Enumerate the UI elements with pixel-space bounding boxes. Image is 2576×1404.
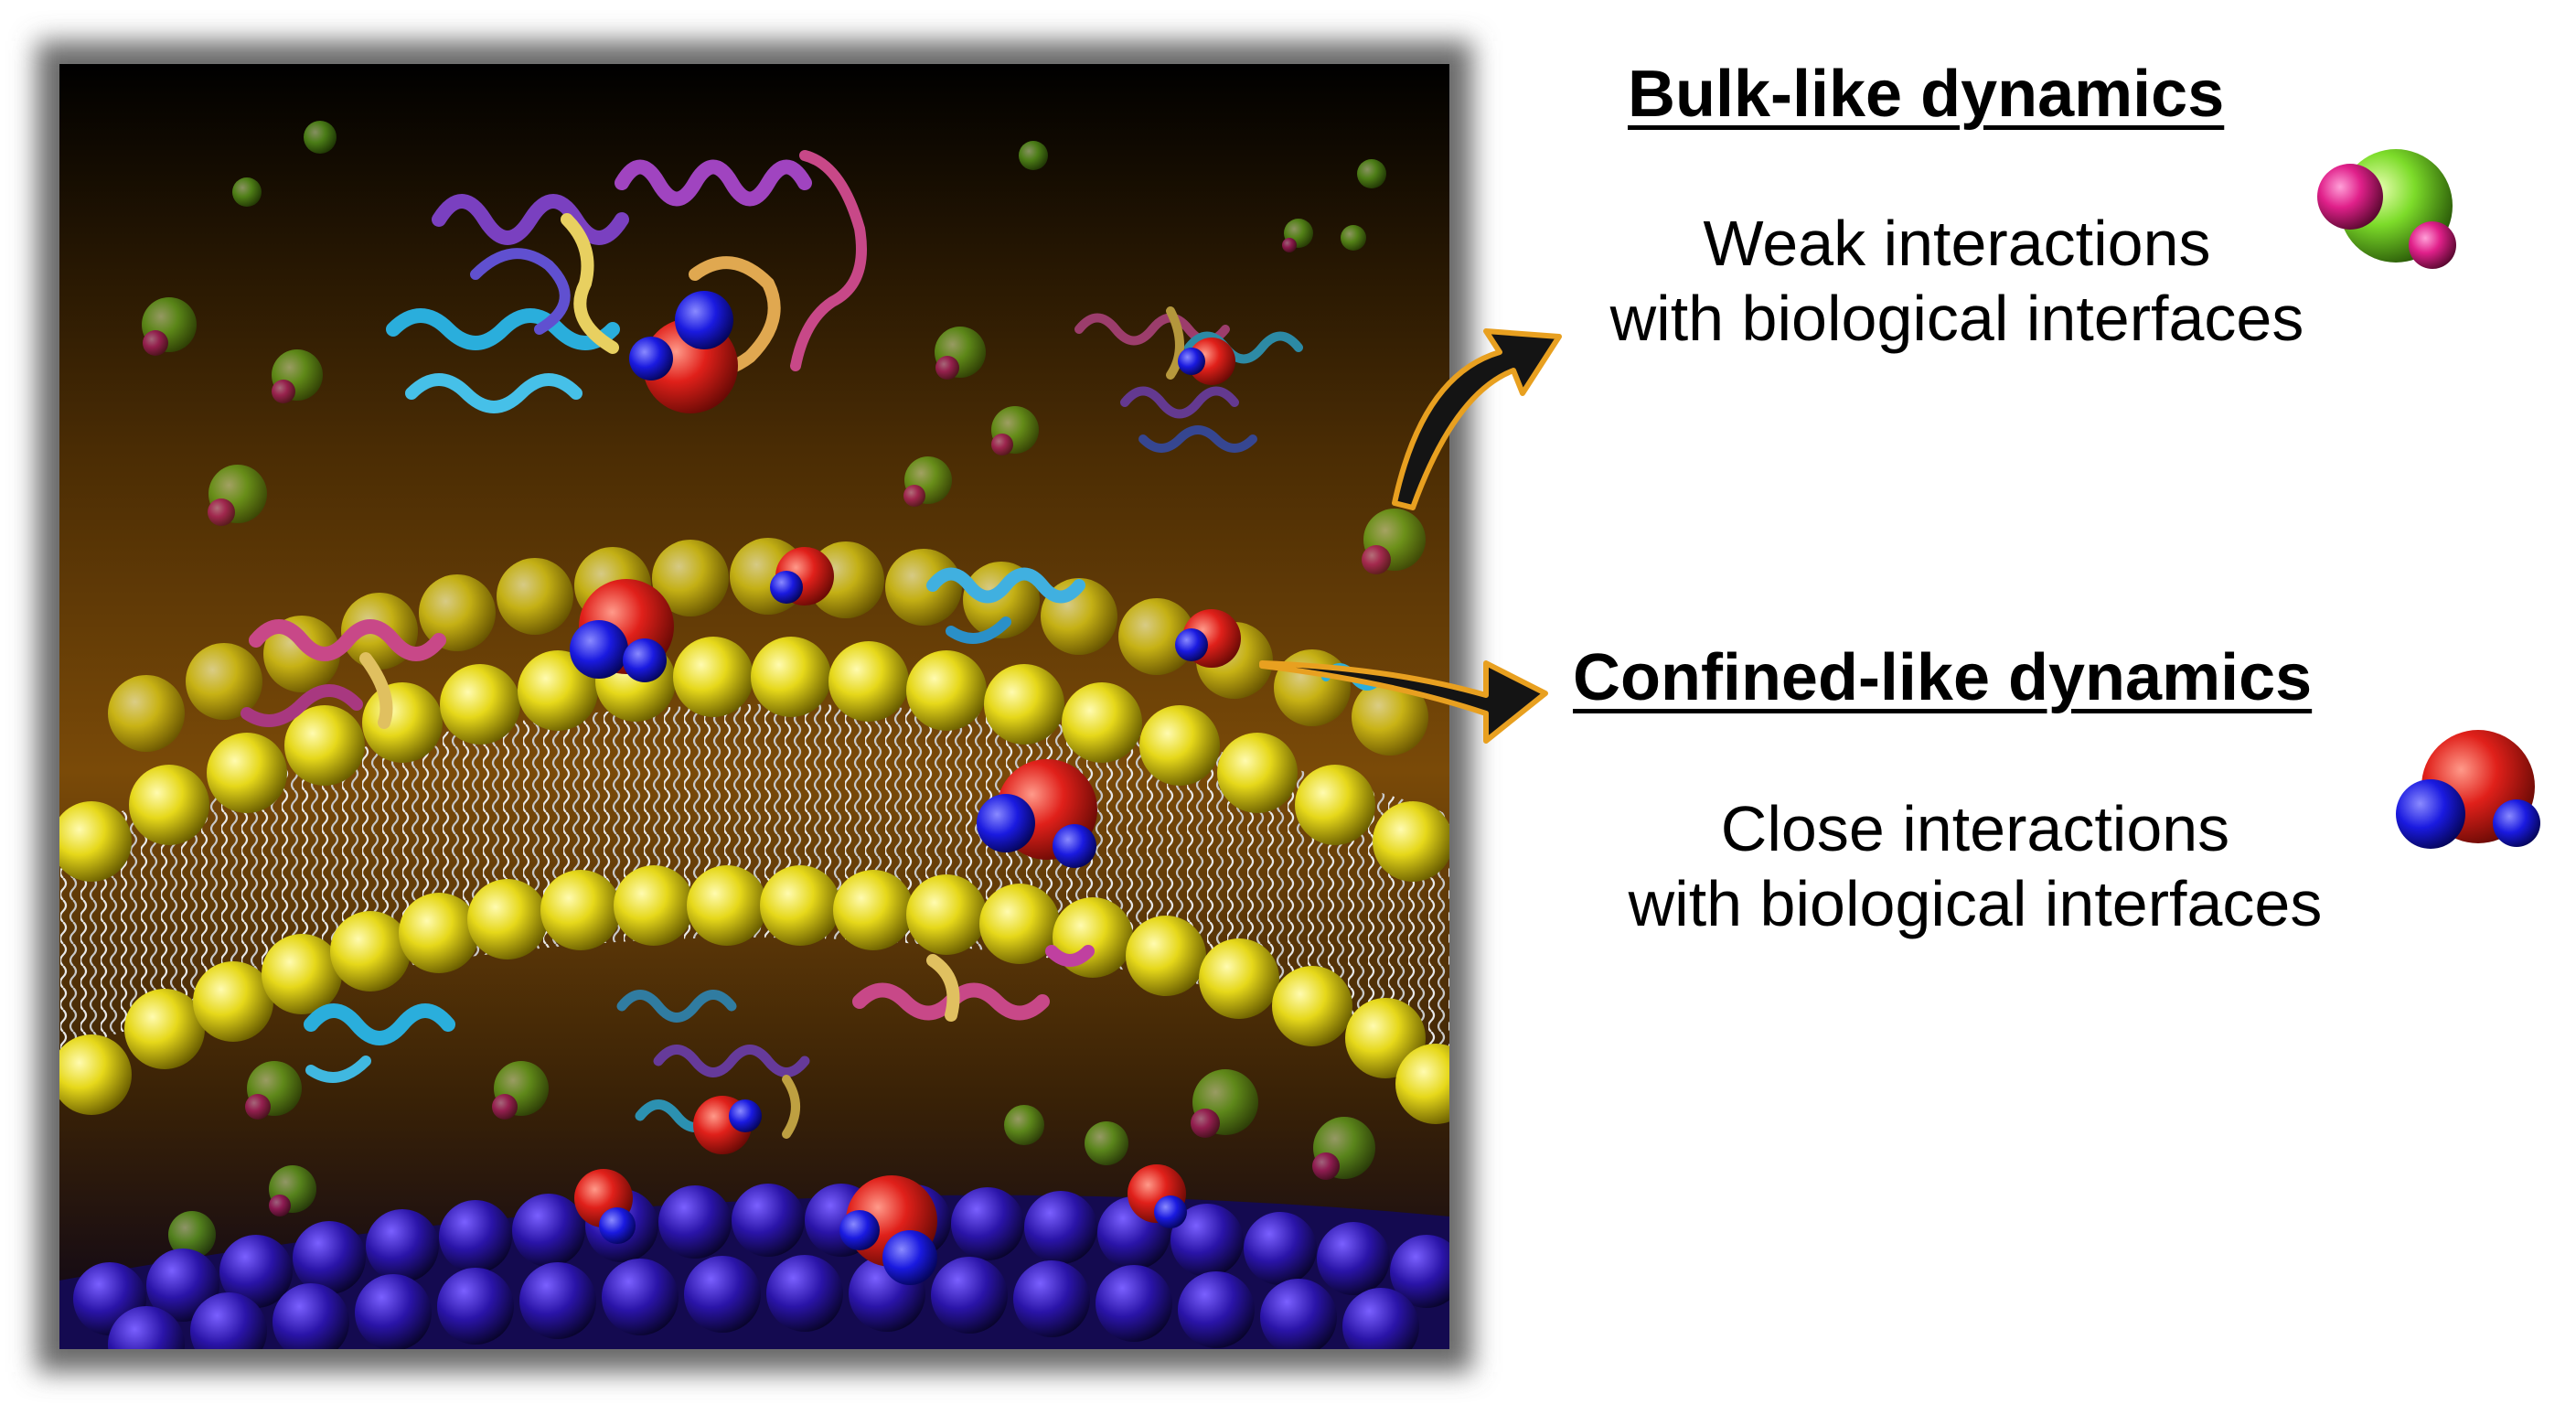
confined-description: Close interactions with biological inter… — [1573, 791, 2378, 941]
bulk-water-molecule-icon — [2317, 149, 2456, 269]
protein-top-left — [386, 150, 867, 413]
membrane-lower-leaflet — [59, 865, 1449, 1124]
confined-line-2: with biological interfaces — [1628, 868, 2323, 939]
proteins-lower — [304, 945, 1095, 1083]
simulation-scene — [59, 64, 1449, 1349]
confined-title: Confined-like dynamics — [1573, 641, 2313, 714]
confined-water-molecule-icon — [2396, 730, 2540, 849]
bulk-arrow — [1392, 328, 1562, 510]
membrane-upper-leaflet — [59, 538, 1449, 882]
background-water-molecules — [142, 121, 1426, 1259]
bulk-line-1: Weak interactions — [1703, 208, 2211, 279]
confined-line-1: Close interactions — [1720, 793, 2230, 864]
confined-arrow — [1259, 660, 1548, 744]
protein-top-right — [1074, 306, 1303, 453]
bulk-line-2: with biological interfaces — [1609, 283, 2304, 354]
substrate-surface — [59, 1184, 1449, 1349]
bulk-title: Bulk-like dynamics — [1628, 58, 2225, 131]
bulk-description: Weak interactions with biological interf… — [1555, 206, 2359, 356]
